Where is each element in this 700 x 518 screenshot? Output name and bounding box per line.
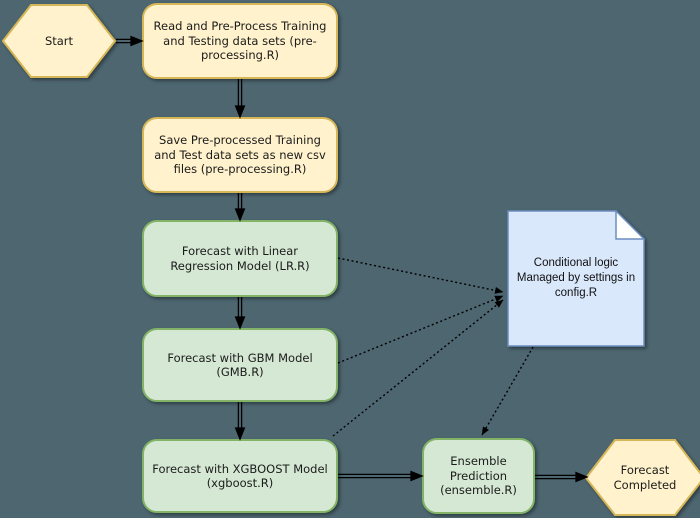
node-start-label: Start <box>44 33 74 48</box>
edge-start-preprocess <box>116 35 144 47</box>
node-lr-label: Forecast with Linear Regression Model (L… <box>170 244 310 273</box>
edge-ensemble-end <box>535 471 589 483</box>
hexagon-shape <box>2 4 116 78</box>
note-config: Conditional logic Managed by settings in… <box>507 210 645 347</box>
node-start: Start <box>2 4 116 78</box>
edge-gbm-xgboost <box>234 402 246 441</box>
node-gbm-label: Forecast with GBM Model (GMB.R) <box>167 350 313 379</box>
node-gbm: Forecast with GBM Model (GMB.R) <box>142 328 338 402</box>
node-xgboost-label: Forecast with XGBOOST Model (xgboost.R) <box>152 461 328 490</box>
node-end-label: Forecast Completed <box>613 463 677 492</box>
node-end: Forecast Completed <box>585 439 700 516</box>
node-lr: Forecast with Linear Regression Model (L… <box>142 220 338 297</box>
edge-xgboost-ensemble <box>338 470 424 482</box>
note-fold-corner <box>615 210 645 240</box>
edge-preprocess-save <box>234 79 246 119</box>
edge-xgboost-confignote <box>332 299 504 437</box>
node-xgboost: Forecast with XGBOOST Model (xgboost.R) <box>142 439 338 513</box>
edge-save-lr <box>234 193 246 222</box>
node-save-label: Save Pre-processed Training and Test dat… <box>154 133 326 177</box>
note-config-label: Conditional logic Managed by settings in… <box>516 257 636 299</box>
edge-gbm-confignote <box>337 295 504 364</box>
edge-confignote-ensemble <box>481 346 534 436</box>
hexagon-shape <box>585 439 700 516</box>
node-ensemble-label: Ensemble Prediction (ensemble.R) <box>440 454 517 498</box>
note-shape <box>507 210 645 347</box>
node-preprocess: Read and Pre-Process Training and Testin… <box>142 3 338 79</box>
edge-lr-gbm <box>234 297 246 330</box>
node-save: Save Pre-processed Training and Test dat… <box>142 117 338 193</box>
node-preprocess-label: Read and Pre-Process Training and Testin… <box>153 19 327 63</box>
node-ensemble: Ensemble Prediction (ensemble.R) <box>422 438 535 514</box>
edge-lr-confignote <box>337 257 504 294</box>
